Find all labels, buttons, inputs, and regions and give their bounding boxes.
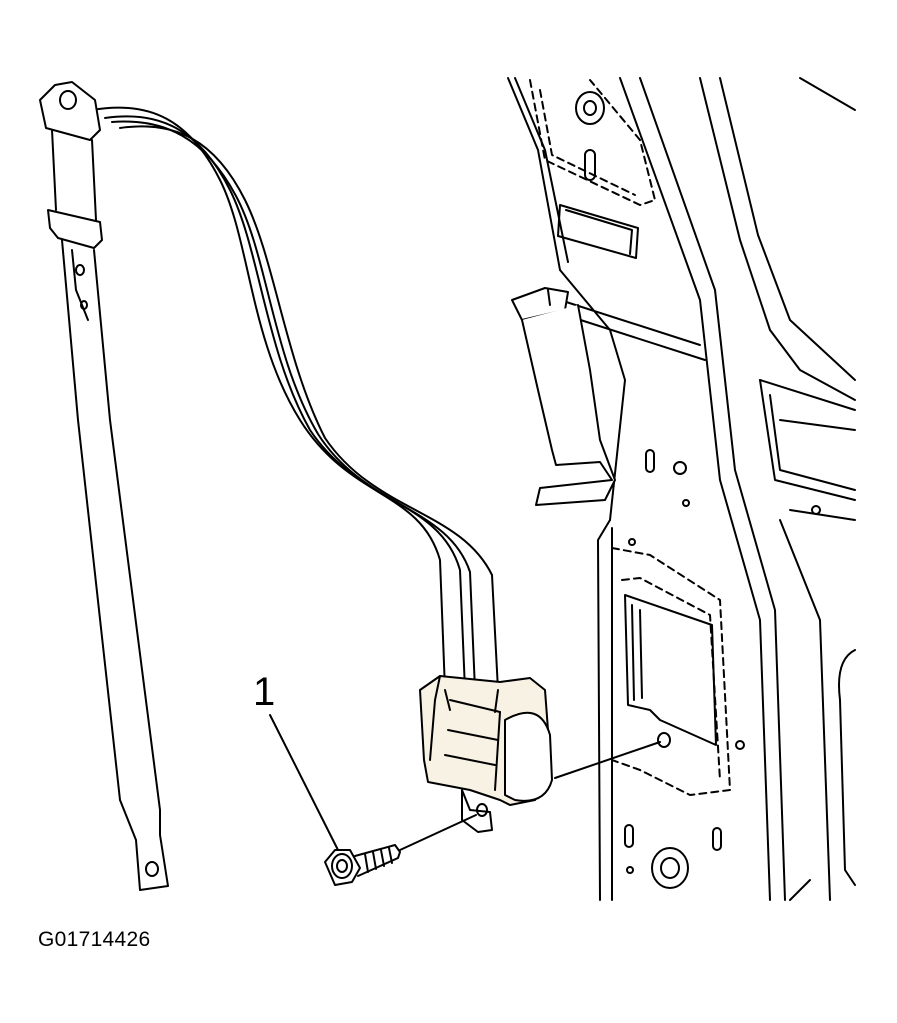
callout-leader-1 [269,714,339,851]
seat-belt-retractor [419,675,553,833]
figure-id: G01714426 [38,928,151,951]
retractor-bolt [324,844,401,886]
seat-belt-webbing [91,106,499,691]
alignment-leader-lines [399,741,661,851]
vehicle-pillar-panel [507,77,856,901]
callout-label-1: 1 [253,670,276,714]
belt-lower-anchor-strap [39,81,169,891]
d-ring-guide-bracket [511,287,616,506]
